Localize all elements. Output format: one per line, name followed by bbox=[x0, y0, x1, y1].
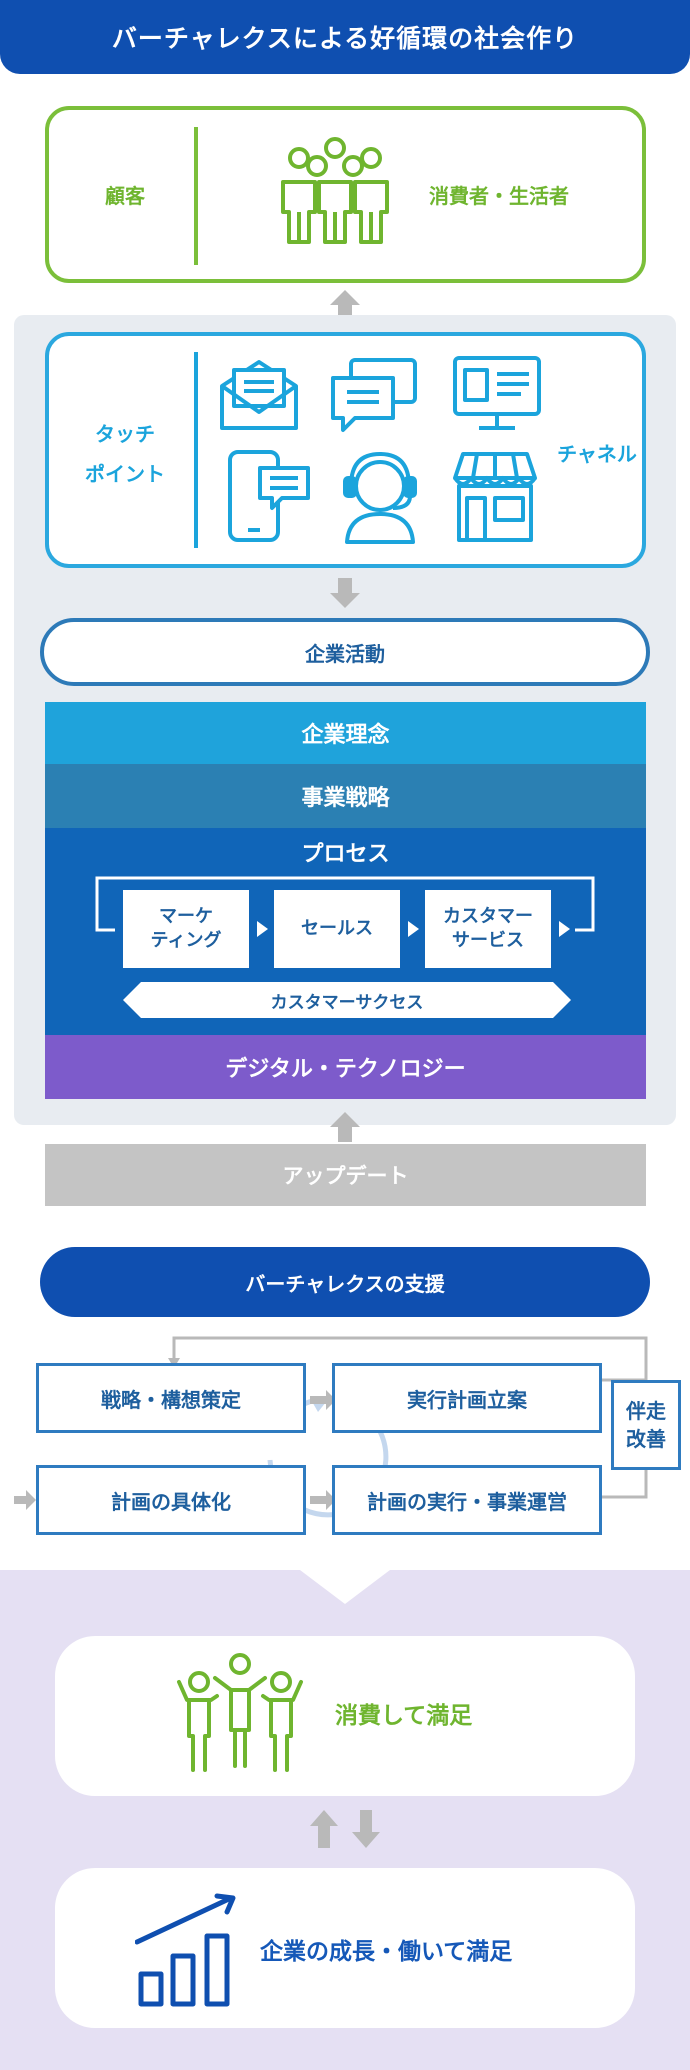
execution-planning-box: 実行計画立案 bbox=[332, 1363, 602, 1433]
philosophy-band: 企業理念 bbox=[45, 702, 646, 764]
chat-icon bbox=[331, 358, 417, 432]
marketing-line2: ティング bbox=[150, 930, 222, 951]
consumer-satisfaction-card: 消費して満足 bbox=[55, 1636, 635, 1796]
execution-operation-box: 計画の実行・事業運営 bbox=[332, 1465, 602, 1535]
sales-box: セールス bbox=[274, 890, 400, 968]
customer-group-label: 消費者・生活者 bbox=[429, 184, 569, 208]
company-growth-card: 企業の成長・働いて満足 bbox=[55, 1868, 635, 2028]
process-band: プロセス マーケ ティング セールス カスタマー サービス カスタマーサクセス bbox=[45, 828, 646, 1035]
consumer-satisfaction-label: 消費して満足 bbox=[335, 1703, 473, 1729]
cs-line2: サービス bbox=[452, 930, 524, 951]
arrow-up-icon bbox=[330, 1112, 360, 1142]
page-title: バーチャレクスによる好循環の社会作り bbox=[0, 0, 690, 74]
update-bar: アップデート bbox=[45, 1144, 646, 1206]
notch-pointer bbox=[300, 1570, 390, 1604]
mobile-chat-icon bbox=[228, 450, 310, 542]
touchpoint-label-line1: タッチ bbox=[95, 422, 155, 446]
customer-success-label: カスタマーサクセス bbox=[270, 992, 424, 1013]
customer-service-box: カスタマー サービス bbox=[425, 890, 551, 968]
corporate-activity-label: 企業活動 bbox=[40, 618, 650, 686]
marketing-box: マーケ ティング bbox=[123, 890, 249, 968]
marketing-line1: マーケ bbox=[159, 905, 213, 927]
accompany-line2: 改善 bbox=[626, 1427, 666, 1451]
strategy-planning-box: 戦略・構想策定 bbox=[36, 1363, 306, 1433]
outcome-area: 消費して満足 企業の成長・働いて満足 bbox=[0, 1570, 690, 2070]
touchpoint-box: タッチ ポイント bbox=[45, 332, 646, 568]
cheering-people-icon bbox=[177, 1653, 303, 1772]
growth-chart-icon bbox=[135, 1893, 236, 2007]
people-group-icon bbox=[281, 137, 389, 244]
process-loop-line bbox=[95, 876, 595, 932]
arrow-down-icon bbox=[330, 578, 360, 608]
headset-icon bbox=[343, 452, 417, 544]
strategy-band: 事業戦略 bbox=[45, 764, 646, 828]
arrow-up-icon bbox=[330, 290, 360, 320]
mail-icon bbox=[220, 360, 298, 430]
channel-label: チャネル bbox=[557, 442, 637, 466]
bidirectional-arrow-icon bbox=[310, 1810, 380, 1848]
arrow-right-icon bbox=[257, 921, 268, 937]
support-title: バーチャレクスの支援 bbox=[40, 1247, 650, 1317]
digital-technology-band: デジタル・テクノロジー bbox=[45, 1035, 646, 1099]
touchpoint-label-line2: ポイント bbox=[85, 462, 165, 486]
divider bbox=[194, 352, 198, 548]
arrow-right-icon bbox=[408, 921, 419, 937]
store-icon bbox=[453, 452, 537, 542]
web-icon bbox=[453, 356, 541, 430]
customer-label: 顧客 bbox=[105, 184, 145, 208]
cs-line1: カスタマー bbox=[443, 905, 533, 927]
process-title: プロセス bbox=[301, 842, 390, 867]
accompany-improve-box: 伴走 改善 bbox=[611, 1380, 681, 1470]
customer-box: 顧客 消費者・生活者 bbox=[45, 106, 646, 283]
divider bbox=[194, 127, 198, 265]
company-growth-label: 企業の成長・働いて満足 bbox=[260, 1939, 513, 1965]
arrow-right-icon bbox=[559, 921, 570, 937]
customer-success-arrow bbox=[123, 982, 571, 1018]
accompany-line1: 伴走 bbox=[626, 1399, 666, 1423]
touchpoint-label: タッチ ポイント bbox=[69, 414, 181, 494]
plan-concretization-box: 計画の具体化 bbox=[36, 1465, 306, 1535]
